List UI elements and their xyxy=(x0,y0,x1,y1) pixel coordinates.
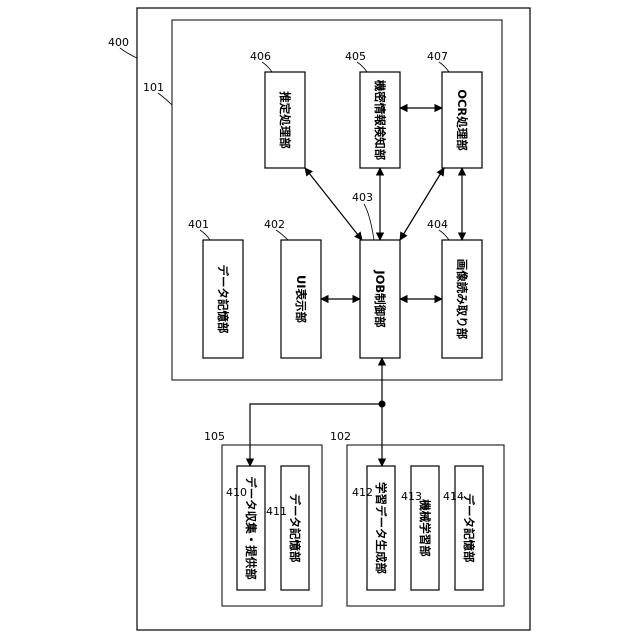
arrow-junction-data-collect xyxy=(250,404,382,466)
block-401-data-store: 401 データ記憶部 xyxy=(188,218,243,358)
block-label: データ記憶部 xyxy=(216,265,230,334)
block-ref-label: 407 xyxy=(427,50,448,63)
block-label: データ記憶部 xyxy=(462,494,476,563)
block-label: データ収集・提供部 xyxy=(244,476,258,580)
block-406-estimation: 406 推定処理部 xyxy=(250,50,305,168)
block-label: UI表示部 xyxy=(294,275,308,324)
block-ref-label: 404 xyxy=(427,218,448,231)
block-ref-label: 410 xyxy=(226,486,247,499)
block-ref-label: 406 xyxy=(250,50,271,63)
block-label: 学習データ生成部 xyxy=(374,482,388,574)
block-402-ui-display: 402 UI表示部 xyxy=(264,218,321,358)
block-ref-label: 402 xyxy=(264,218,285,231)
block-label: 機密情報検知部 xyxy=(373,80,387,161)
block-413-machine-learning: 413 機械学習部 xyxy=(401,466,439,590)
block-label: 推定処理部 xyxy=(278,91,292,149)
block-ref-label: 403 xyxy=(352,191,373,204)
block-label: 機械学習部 xyxy=(418,499,432,557)
arrow-job-estimation xyxy=(305,168,362,240)
block-label: OCR処理部 xyxy=(455,89,469,151)
block-414-data-store: 414 データ記憶部 xyxy=(443,466,483,590)
group-ref-label: 101 xyxy=(143,81,164,94)
block-ref-label: 405 xyxy=(345,50,366,63)
block-label: 画像読み取り部 xyxy=(455,259,469,340)
block-label: データ記憶部 xyxy=(288,494,302,563)
frame-ref-label: 400 xyxy=(108,36,129,49)
block-label: JOB制御部 xyxy=(373,269,387,328)
block-403-job-control: 403 JOB制御部 xyxy=(352,191,400,358)
block-404-image-reading: 404 画像読み取り部 xyxy=(427,218,482,358)
block-411-data-store: 411 データ記憶部 xyxy=(266,466,309,590)
block-410-data-collect: 410 データ収集・提供部 xyxy=(226,466,265,590)
block-405-secret-detect: 405 機密情報検知部 xyxy=(345,50,400,168)
block-ref-label: 414 xyxy=(443,490,464,503)
group-ref-label: 105 xyxy=(204,430,225,443)
block-ref-label: 401 xyxy=(188,218,209,231)
block-407-ocr: 407 OCR処理部 xyxy=(427,50,482,168)
block-412-training-data-gen: 412 学習データ生成部 xyxy=(352,466,395,590)
network-junction-dot xyxy=(379,401,386,408)
block-ref-label: 411 xyxy=(266,505,287,518)
block-ref-label: 412 xyxy=(352,486,373,499)
group-ref-label: 102 xyxy=(330,430,351,443)
